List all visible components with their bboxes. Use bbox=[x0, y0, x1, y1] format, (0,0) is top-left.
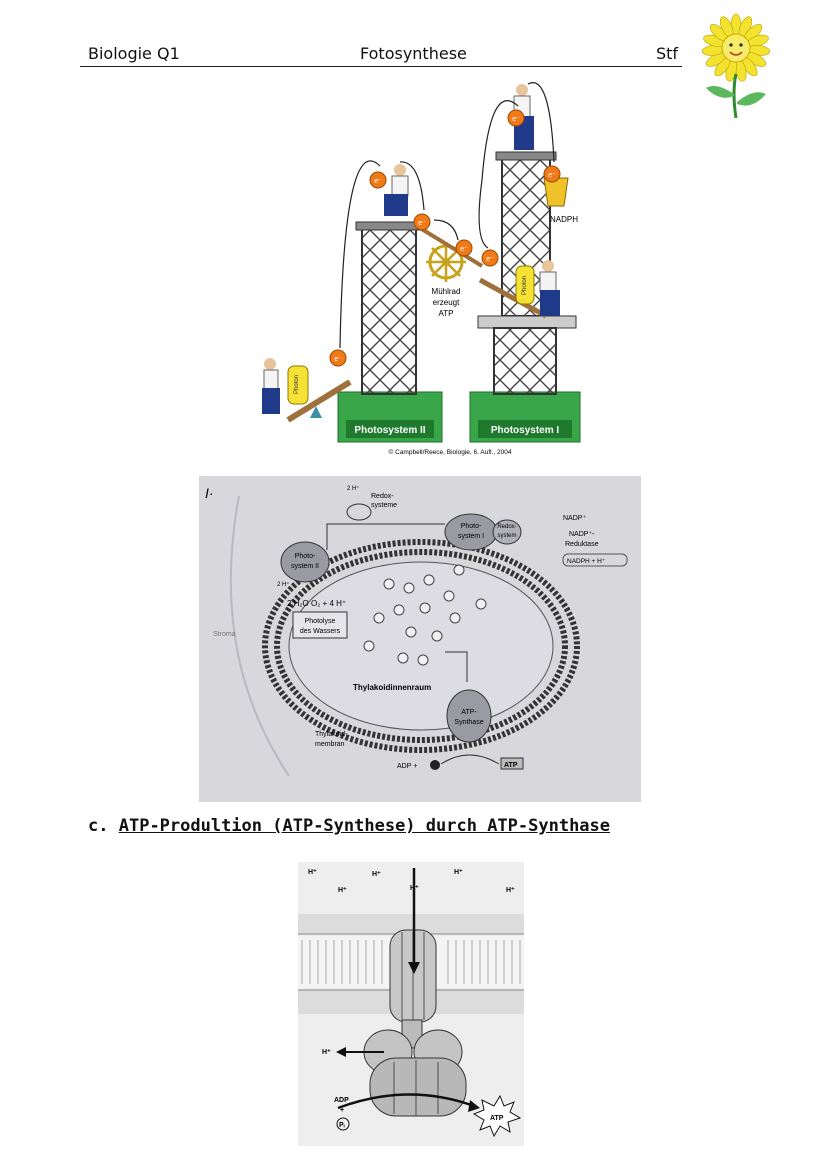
phosphate-label: Pᵢ bbox=[339, 1122, 345, 1129]
electron-label: e⁻ bbox=[512, 116, 520, 123]
nadph-label: NADPH bbox=[550, 215, 578, 224]
corner-mark: I· bbox=[205, 485, 214, 501]
nadph-h-label: NADPH + H⁺ bbox=[567, 558, 606, 565]
nadp-reductase-line1: NADP⁺- bbox=[569, 531, 595, 538]
photosystem1-line2: system I bbox=[458, 533, 484, 540]
stroma-label: Stroma bbox=[213, 631, 236, 638]
adp-label: ADP bbox=[334, 1097, 349, 1104]
photosystem2-line1: Photo- bbox=[295, 553, 316, 560]
page-header: Biologie Q1 Fotosynthese Stf bbox=[80, 42, 682, 67]
photon-label-left: Photon bbox=[294, 375, 300, 394]
adp-label: ADP + bbox=[397, 763, 417, 770]
proton-label: H⁺ bbox=[454, 869, 463, 876]
course-label: Biologie Q1 bbox=[88, 44, 180, 63]
photon-label-right: Photon bbox=[522, 276, 528, 295]
redox-right-line2: system bbox=[497, 533, 516, 539]
membrane-line2: membran bbox=[315, 741, 345, 748]
atp-synthase-line2: Synthase bbox=[454, 719, 483, 726]
photosystem1-line1: Photo- bbox=[461, 523, 482, 530]
nadp-label: NADP⁺ bbox=[563, 515, 586, 522]
electron-label: e⁻ bbox=[548, 172, 556, 179]
photosystem-tower-diagram: Photosystem II Photosystem I NADPH Mühlr… bbox=[262, 82, 581, 456]
proton-label: H⁺ bbox=[372, 871, 381, 878]
electron-label: e⁻ bbox=[374, 178, 382, 185]
atp-label: ATP bbox=[504, 762, 518, 769]
redox-right-line1: Redox- bbox=[497, 524, 516, 530]
topic-title: Fotosynthese bbox=[360, 44, 467, 63]
electron-label: e⁻ bbox=[486, 256, 494, 263]
proton-label: H⁺ bbox=[338, 887, 347, 894]
nadp-reductase-line2: Reduktase bbox=[565, 541, 599, 548]
membrane-line1: Thylakoid- bbox=[315, 731, 348, 738]
section-title: ATP-Produltion (ATP-Synthese) durch ATP-… bbox=[118, 816, 611, 836]
section-heading: c. ATP-Produltion (ATP-Synthese) durch A… bbox=[88, 816, 610, 836]
photolyse-line1: Photolyse bbox=[305, 618, 336, 625]
plus-label: + bbox=[340, 1107, 344, 1114]
proton-label: H⁺ bbox=[322, 1049, 331, 1056]
electron-set bbox=[329, 109, 561, 367]
thylakoid-diagram: I· Stroma Photo- system II Photo- system… bbox=[199, 476, 641, 802]
two-h-left: 2 H⁺ bbox=[277, 581, 290, 588]
wheel-label-2: erzeugt bbox=[433, 298, 460, 307]
photosystem2-line2: system II bbox=[291, 563, 319, 570]
proton-label: H⁺ bbox=[506, 887, 515, 894]
worker-figure bbox=[262, 84, 560, 414]
atp-synthase-line1: ATP- bbox=[461, 709, 477, 716]
wheel-label-1: Mühlrad bbox=[432, 287, 461, 296]
atp-label: ATP bbox=[490, 1115, 504, 1122]
image-credit: © Campbell/Reece, Biologie, 6. Aufl., 20… bbox=[389, 448, 512, 456]
author-initials: Stf bbox=[655, 44, 678, 63]
water-equation: 2 H₂O O₂ + 4 H⁺ bbox=[287, 599, 346, 608]
photosystem1-label: Photosystem I bbox=[491, 425, 560, 436]
redox-top-line1: Redox- bbox=[371, 493, 394, 500]
photolyse-line2: des Wassers bbox=[300, 628, 341, 635]
proton-label: H⁺ bbox=[308, 869, 317, 876]
wheel-label-3: ATP bbox=[439, 309, 454, 318]
electron-label: e⁻ bbox=[460, 246, 468, 253]
electron-label: e⁻ bbox=[334, 356, 342, 363]
section-prefix: c. bbox=[88, 816, 109, 836]
photosystem2-label: Photosystem II bbox=[354, 425, 425, 436]
redox-top-line2: systeme bbox=[371, 502, 397, 509]
two-h-top: 2 H⁺ bbox=[347, 485, 360, 492]
sunflower-logo bbox=[701, 13, 771, 119]
proton-cluster bbox=[363, 564, 487, 666]
atp-synthase-diagram: H⁺ H⁺ H⁺ H⁺ H⁺ H⁺ H⁺ ADP + Pᵢ ATP bbox=[298, 862, 524, 1146]
electron-label: e⁻ bbox=[418, 220, 426, 227]
lumen-label: Thylakoidinnenraum bbox=[353, 683, 431, 692]
